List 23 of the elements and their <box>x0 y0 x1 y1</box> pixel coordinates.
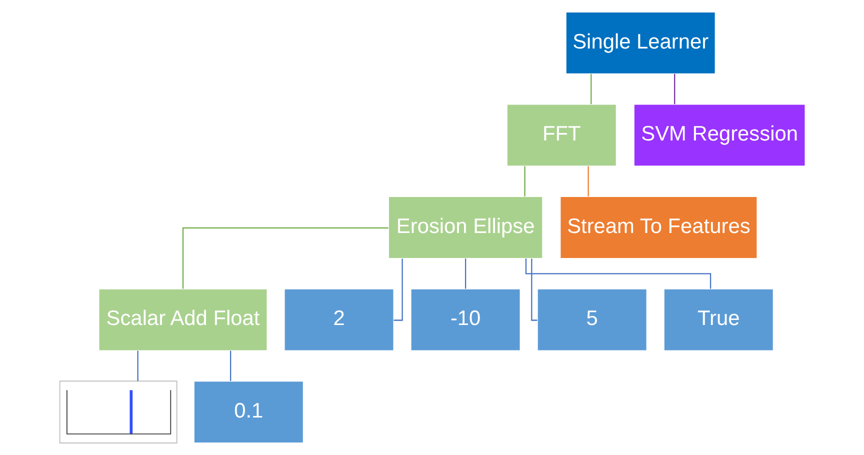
node-box: SVM Regression <box>632 104 806 167</box>
node-box: FFT <box>506 104 616 167</box>
node-picture <box>58 380 177 444</box>
connector <box>530 258 537 321</box>
connector <box>464 258 466 289</box>
connector <box>674 74 675 104</box>
node-box: Scalar Add Float <box>98 288 268 352</box>
connector <box>393 258 402 321</box>
node-box: True <box>662 288 774 352</box>
connector <box>590 74 592 104</box>
node-box: Erosion Ellipse <box>388 196 543 259</box>
connector <box>524 258 711 289</box>
node-box: Stream To Features <box>559 196 758 259</box>
node-box: Single Learner <box>564 12 716 74</box>
node-box: 5 <box>536 288 647 352</box>
node-box: -10 <box>410 288 520 352</box>
connector <box>524 166 525 196</box>
node-box: 2 <box>283 288 394 352</box>
node-box: 0.1 <box>192 380 304 444</box>
connector <box>136 350 138 381</box>
connector <box>587 166 588 196</box>
connector <box>182 227 388 289</box>
connector <box>230 350 231 381</box>
